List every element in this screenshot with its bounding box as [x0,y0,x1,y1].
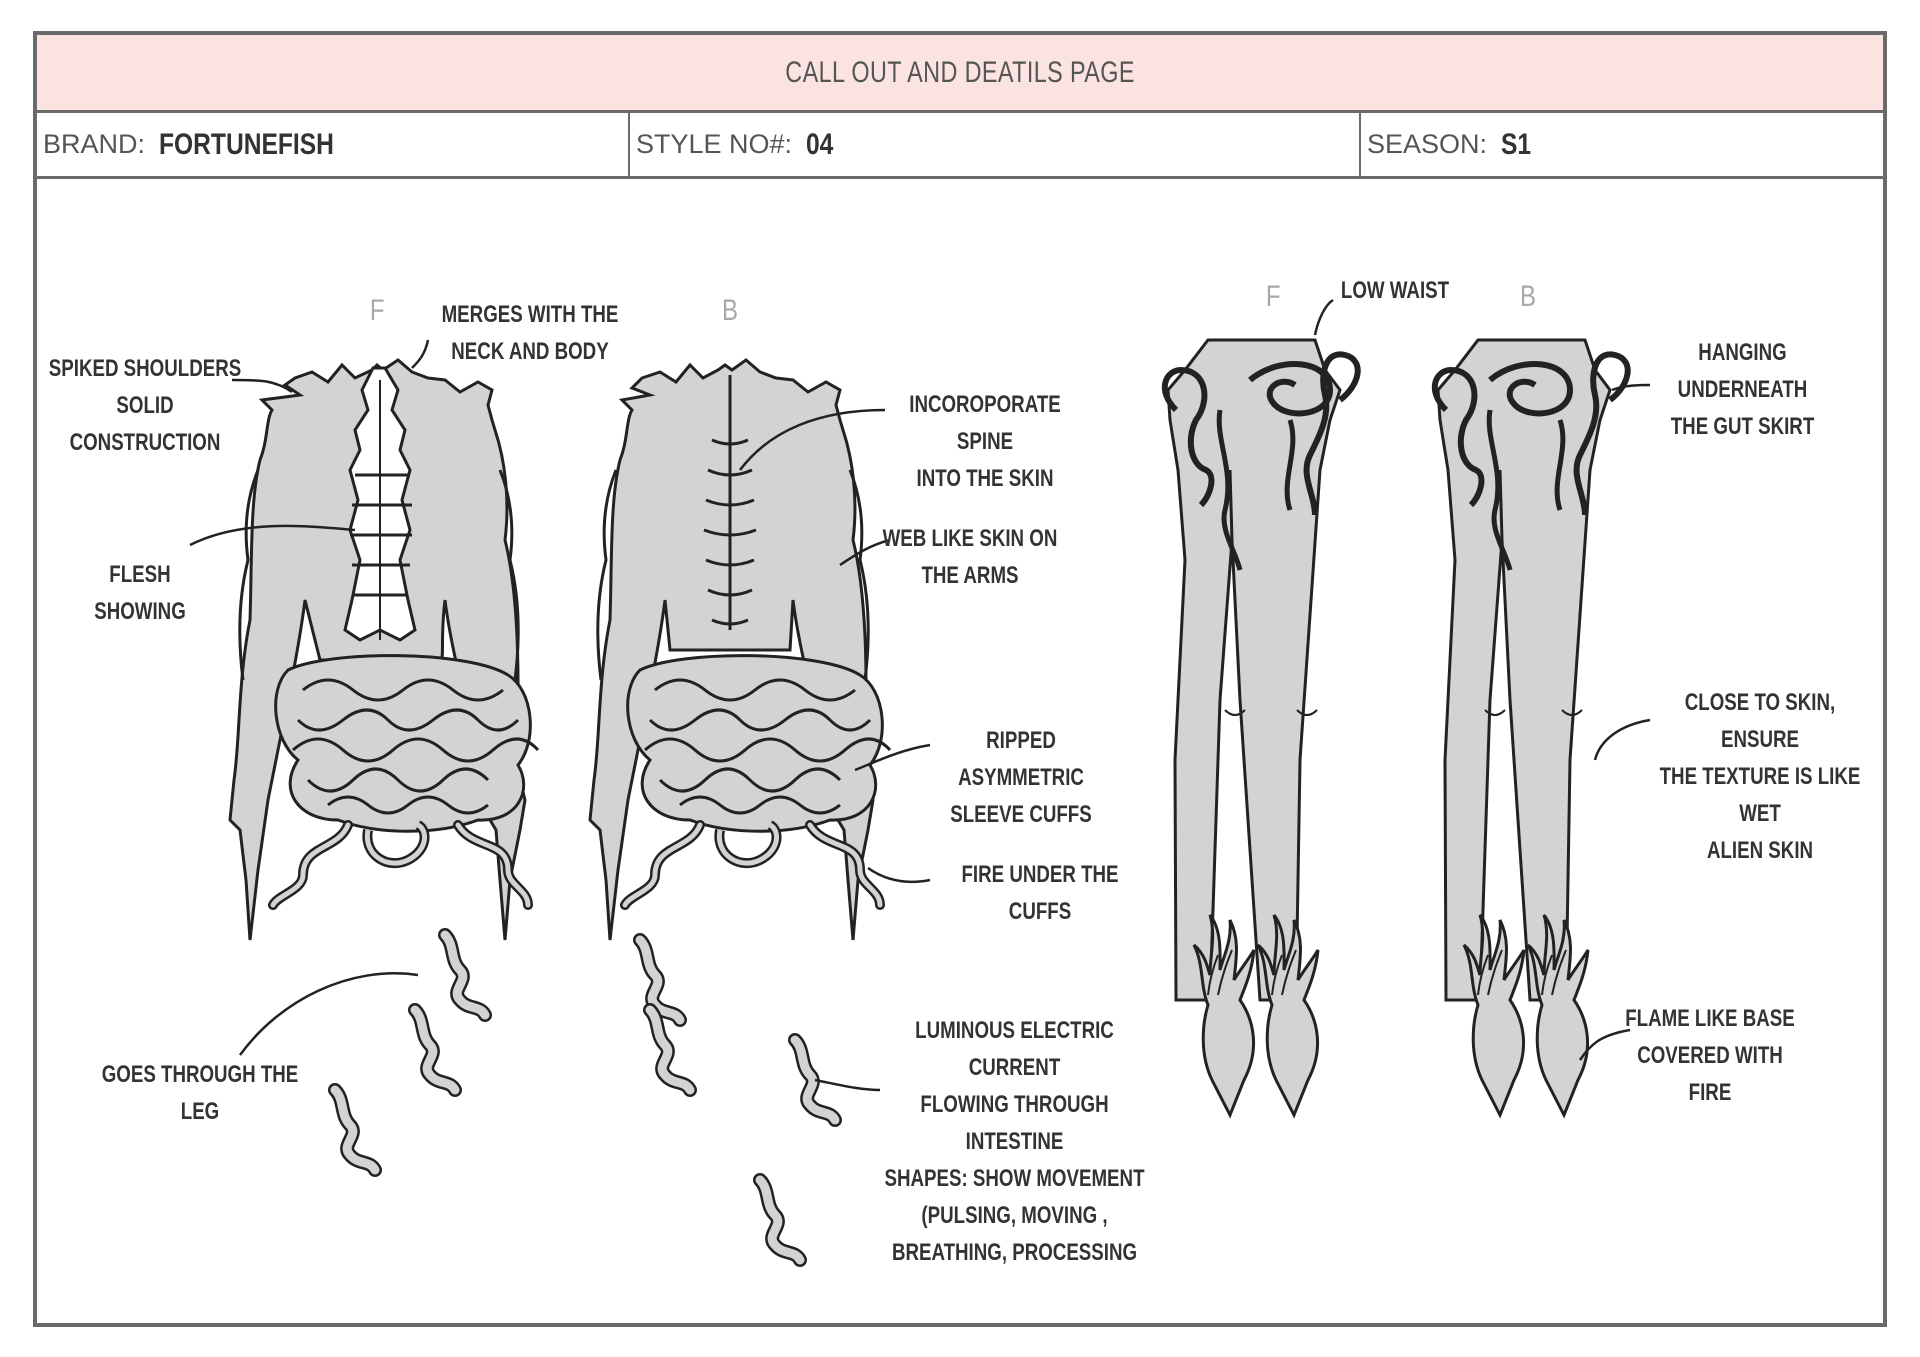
leader-leg [240,973,418,1055]
top-front-illustration [230,360,538,940]
leader-merges-neck [412,340,428,368]
callout-low-waist: LOW WAIST [1337,272,1454,309]
callout-flesh-showing: FLESH SHOWING [62,556,218,630]
callout-web-skin: WEB LIKE SKIN ON THE ARMS [880,520,1059,594]
callout-merges-neck: MERGES WITH THE NECK AND BODY [436,296,623,370]
top-back-illustration [590,360,890,940]
pants-back-view-label: B [1520,280,1536,314]
callout-gut-skirt: HANGING UNDERNEATH THE GUT SKIRT [1643,334,1842,445]
leader-low-waist [1315,300,1333,335]
top-front-view-label: F [370,294,385,328]
callout-luminous: LUMINOUS ELECTRIC CURRENT FLOWING THROUG… [880,1012,1149,1271]
callout-spiked-shoulders: SPIKED SHOULDERS SOLID CONSTRUCTION [48,350,243,461]
callout-leg: GOES THROUGH THE LEG [91,1056,309,1130]
callout-flame-base: FLAME LIKE BASE COVERED WITH FIRE [1616,1000,1803,1111]
top-back-view-label: B [722,294,738,328]
callout-spine: INCOROPORATE SPINE INTO THE SKIN [884,386,1087,497]
callout-ripped-cuffs: RIPPED ASYMMETRIC SLEEVE CUFFS [924,722,1119,833]
pants-front-illustration [1165,340,1358,1115]
callout-fire-cuffs: FIRE UNDER THE CUFFS [931,856,1149,930]
callout-close-skin: CLOSE TO SKIN, ENSURE THE TEXTURE IS LIK… [1647,684,1873,869]
leader-close-skin [1595,720,1650,760]
leader-fire-cuffs [868,868,930,882]
pants-front-view-label: F [1266,280,1281,314]
floating-intestine-pieces [335,935,835,1260]
pants-back-illustration [1435,340,1628,1115]
leader-luminous [815,1080,880,1090]
